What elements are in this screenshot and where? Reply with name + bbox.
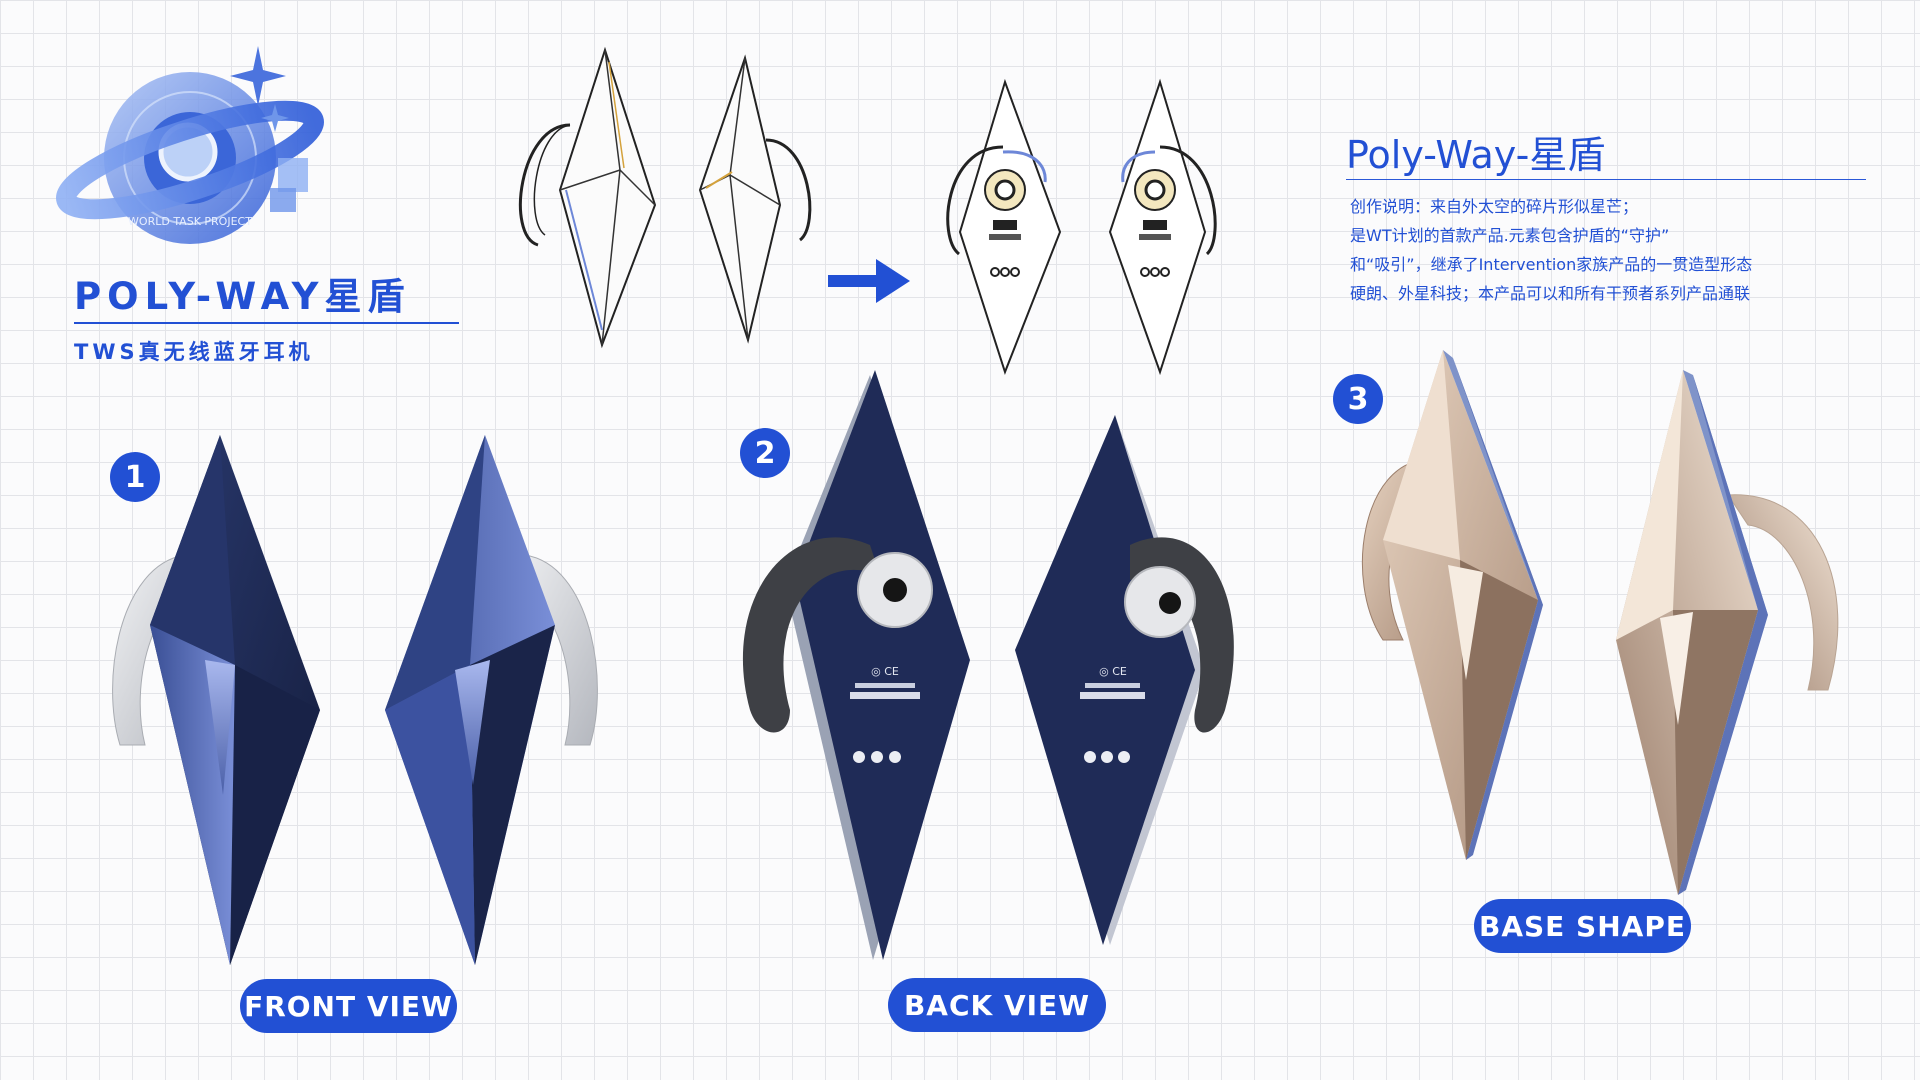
front-view-render — [112, 435, 598, 965]
brand-title: POLY-WAY星盾 — [74, 275, 411, 318]
front-line-sketch — [518, 46, 812, 349]
brand-subtitle: TWS真无线蓝牙耳机 — [74, 340, 314, 364]
logo-ring-text: WORLD TASK PROJECT — [128, 215, 252, 228]
section-number-3: 3 — [1333, 374, 1383, 424]
description-title: Poly-Way-星盾 — [1346, 133, 1606, 177]
back-view-render: ◎ CE ◎ CE — [742, 370, 1234, 960]
planet-logo-icon: WORLD TASK PROJECT — [56, 46, 324, 244]
svg-text:◎ CE: ◎ CE — [871, 665, 899, 678]
front-view-label: FRONT VIEW — [240, 979, 457, 1033]
base-shape-label: BASE SHAPE — [1474, 899, 1691, 953]
arrow-right-icon — [828, 259, 910, 303]
brand-divider — [74, 322, 459, 324]
svg-text:◎ CE: ◎ CE — [1099, 665, 1127, 678]
description-divider — [1346, 179, 1866, 180]
description-text: 创作说明：来自外太空的碎片形似星芒； 是WT计划的首款产品.元素包含护盾的“守护… — [1350, 192, 1752, 308]
section-number-1: 1 — [110, 452, 160, 502]
back-view-label: BACK VIEW — [888, 978, 1106, 1032]
back-line-sketch — [946, 78, 1217, 376]
description-line: 是WT计划的首款产品.元素包含护盾的“守护” — [1350, 226, 1670, 245]
base-shape-render — [1361, 350, 1839, 895]
description-line: 和“吸引”，继承了Intervention家族产品的一贯造型形态 — [1350, 255, 1753, 274]
description-line: 硬朗、外星科技；本产品可以和所有干预者系列产品通联 — [1350, 284, 1751, 303]
description-line: 创作说明：来自外太空的碎片形似星芒； — [1350, 197, 1639, 216]
section-number-2: 2 — [740, 428, 790, 478]
